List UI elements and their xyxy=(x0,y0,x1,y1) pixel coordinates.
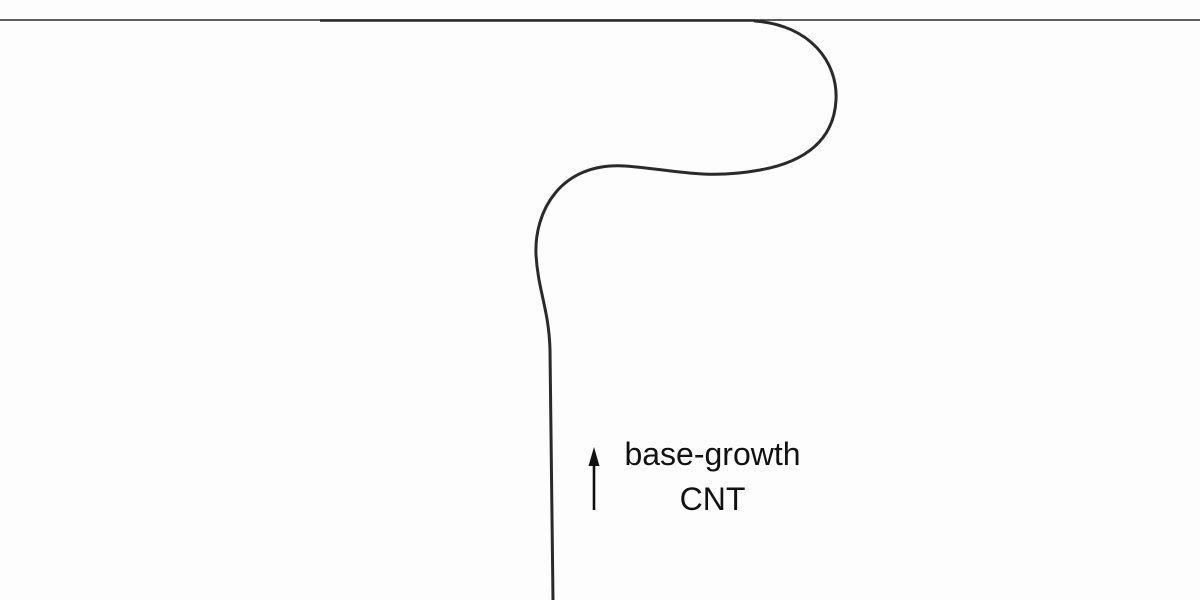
annotation-line-2: CNT xyxy=(679,481,746,517)
annotation-line-1: base-growth xyxy=(624,436,801,472)
nanotube-path xyxy=(534,19,838,600)
up-arrow-icon xyxy=(588,447,600,510)
